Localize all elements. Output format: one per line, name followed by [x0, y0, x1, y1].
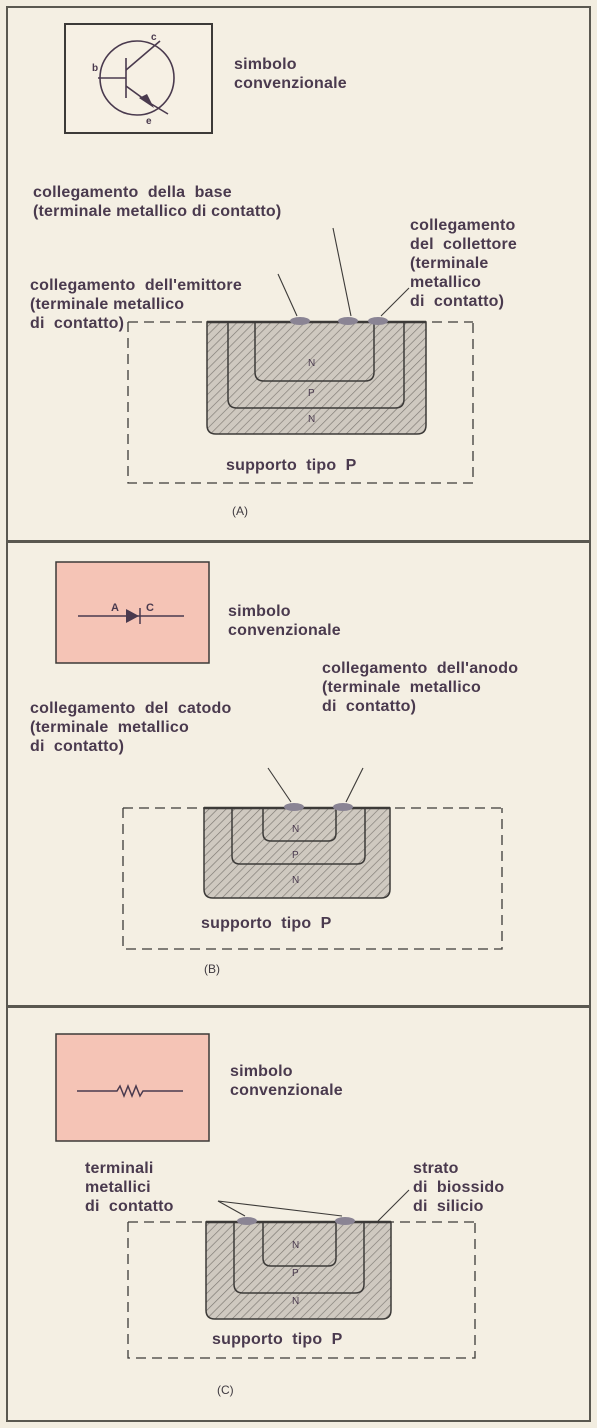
- region-p-c: [233, 1222, 365, 1294]
- panel-caption-c: (C): [217, 1383, 234, 1397]
- terminal-contact-left: [237, 1217, 257, 1225]
- substrate-label-c: supporto tipo P: [212, 1331, 343, 1348]
- region-label-n-inner-b: N: [292, 824, 299, 835]
- region-label-n-outer-c: N: [292, 1296, 299, 1307]
- region-p-a: [227, 322, 405, 409]
- symbol-caption-c: simbolo convenzionale: [230, 1063, 343, 1099]
- label-collector-connection: collegamento del collettore (terminale m…: [410, 217, 518, 310]
- panel-a-drawing: b c e N P N: [64, 23, 474, 484]
- leader-lines-a: [277, 227, 410, 317]
- label-metal-terminals: terminali metallici di contatto: [85, 1160, 174, 1215]
- anode-contact: [333, 803, 353, 811]
- substrate-outline-c: [127, 1222, 476, 1359]
- substrate-label-a: supporto tipo P: [226, 457, 357, 474]
- base-contact: [338, 317, 358, 325]
- region-label-p-a: P: [308, 388, 315, 399]
- label-silicon-dioxide-layer: strato di biossido di silicio: [413, 1160, 505, 1215]
- symbol-letter-e: e: [146, 116, 152, 127]
- region-label-n-inner-a: N: [308, 358, 315, 369]
- symbol-letter-c: c: [151, 32, 157, 43]
- leader-lines-b: [267, 767, 364, 803]
- symbol-caption-b: simbolo convenzionale: [228, 603, 341, 639]
- panel-c-resistor: N P N simbolo convenzionale terminali me…: [6, 1006, 591, 1422]
- panel-b-drawing: A C N P N: [55, 561, 503, 950]
- emitter-contact: [290, 317, 310, 325]
- label-base-connection: collegamento della base (terminale metal…: [33, 184, 282, 220]
- symbol-letter-a: A: [111, 602, 119, 614]
- region-n-inner-a: [254, 322, 375, 382]
- substrate-outline-a: [127, 322, 474, 484]
- symbol-letter-c-b: C: [146, 602, 154, 614]
- region-n-outer-c: [205, 1221, 392, 1320]
- label-anode-connection: collegamento dell'anodo (terminale metal…: [322, 660, 519, 715]
- symbol-box-c: [55, 1033, 210, 1142]
- leader-lines-c: [217, 1189, 410, 1222]
- region-label-p-c: P: [292, 1268, 299, 1279]
- symbol-caption-a: simbolo convenzionale: [234, 56, 347, 92]
- panel-b-diode: A C N P N simbolo convenzionale collegam…: [6, 541, 591, 1007]
- substrate-outline-b: [122, 808, 503, 950]
- region-n-outer-a: [206, 321, 427, 435]
- resistor-symbol: [77, 1083, 183, 1099]
- panel-caption-b: (B): [204, 962, 220, 976]
- region-n-inner-b: [262, 808, 337, 842]
- panel-caption-a: (A): [232, 504, 248, 518]
- label-emitter-connection: collegamento dell'emittore (terminale me…: [30, 277, 242, 332]
- emitter-arrow-icon: [139, 94, 154, 108]
- cathode-contact: [284, 803, 304, 811]
- collector-contact: [368, 317, 388, 325]
- terminal-contact-right: [335, 1217, 355, 1225]
- region-p-b: [231, 808, 366, 865]
- panel-a-transistor: b c e N P N: [6, 6, 591, 542]
- region-n-outer-b: [203, 807, 391, 899]
- region-label-n-outer-a: N: [308, 414, 315, 425]
- symbol-letter-b: b: [92, 63, 98, 74]
- substrate-label-b: supporto tipo P: [201, 915, 332, 932]
- region-label-n-outer-b: N: [292, 875, 299, 886]
- region-label-n-inner-c: N: [292, 1240, 299, 1251]
- diode-arrow-icon: [126, 609, 139, 623]
- label-cathode-connection: collegamento del catodo (terminale metal…: [30, 700, 232, 755]
- region-label-p-b: P: [292, 850, 299, 861]
- region-n-inner-c: [262, 1222, 337, 1267]
- panel-c-drawing: N P N: [55, 1033, 476, 1359]
